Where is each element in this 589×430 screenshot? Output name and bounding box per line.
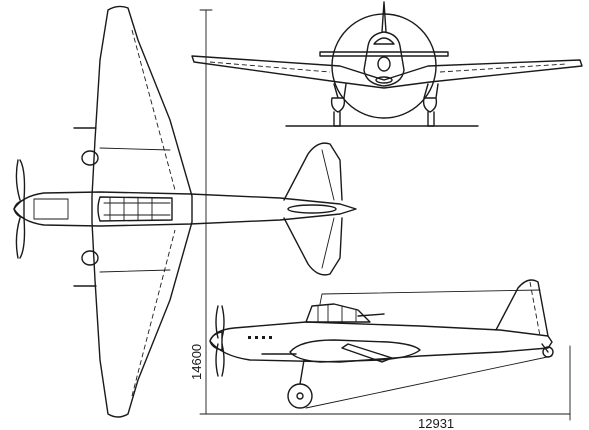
dimension-length: 12931 (207, 345, 571, 430)
side-view-ground-slope (305, 355, 553, 409)
side-view-main-wheel (287, 383, 313, 409)
top-view-tail-cone (287, 204, 337, 214)
side-view-canopy (305, 303, 371, 323)
side-view-main-strut (299, 359, 305, 385)
side-view-main-hub (296, 392, 304, 400)
top-view-canopy-frames (103, 196, 171, 222)
top-view-canopy (97, 196, 173, 222)
side-view-canopy-frames (317, 304, 357, 323)
top-view (13, 5, 357, 418)
front-view-spinner (377, 56, 391, 72)
front-view-gear-right (422, 83, 439, 127)
side-view-flap (341, 343, 393, 363)
front-view-fuselage (363, 31, 405, 87)
side-view-antenna (319, 289, 541, 305)
side-view-spinner (209, 331, 223, 351)
length-label: 12931 (418, 416, 454, 430)
top-view-panel-line-lower (99, 269, 171, 273)
top-view-fuselage (13, 191, 357, 227)
side-view-fuselage (209, 321, 553, 363)
side-view (209, 279, 554, 409)
top-view-horizontal-stabilizer (283, 142, 343, 276)
front-view-stabilizer (319, 51, 449, 57)
top-view-elevator-line (321, 149, 335, 269)
front-view (191, 1, 583, 127)
top-view-propeller (15, 159, 26, 259)
dimension-wingspan: 14600 (189, 9, 213, 415)
front-view-gear-left (330, 83, 347, 127)
side-view-wing (289, 339, 421, 363)
front-view-fin (381, 1, 387, 33)
top-view-aileron-line-lower (131, 229, 176, 397)
front-view-wing (191, 55, 583, 89)
side-view-rear-gun (357, 313, 385, 317)
front-view-canopy (373, 37, 395, 45)
front-view-intake (375, 76, 393, 84)
side-view-propeller (215, 305, 225, 377)
front-view-wing-detail (209, 61, 567, 73)
side-view-rudder-line (529, 281, 541, 337)
top-view-aileron-line (131, 29, 176, 191)
side-view-exhaust-stubs (248, 336, 272, 339)
top-view-cowl-panel (33, 198, 69, 220)
top-view-spinner (13, 199, 25, 219)
top-view-panel-line (99, 147, 171, 151)
side-view-vertical-tail (495, 279, 549, 337)
front-view-propeller-disc (331, 13, 437, 119)
top-view-gear-fairing-lower (81, 250, 99, 266)
top-view-wing (91, 5, 193, 418)
wingspan-label: 14600 (189, 344, 204, 380)
side-view-tail-strut (541, 343, 549, 353)
top-view-gear-fairing (81, 150, 99, 166)
